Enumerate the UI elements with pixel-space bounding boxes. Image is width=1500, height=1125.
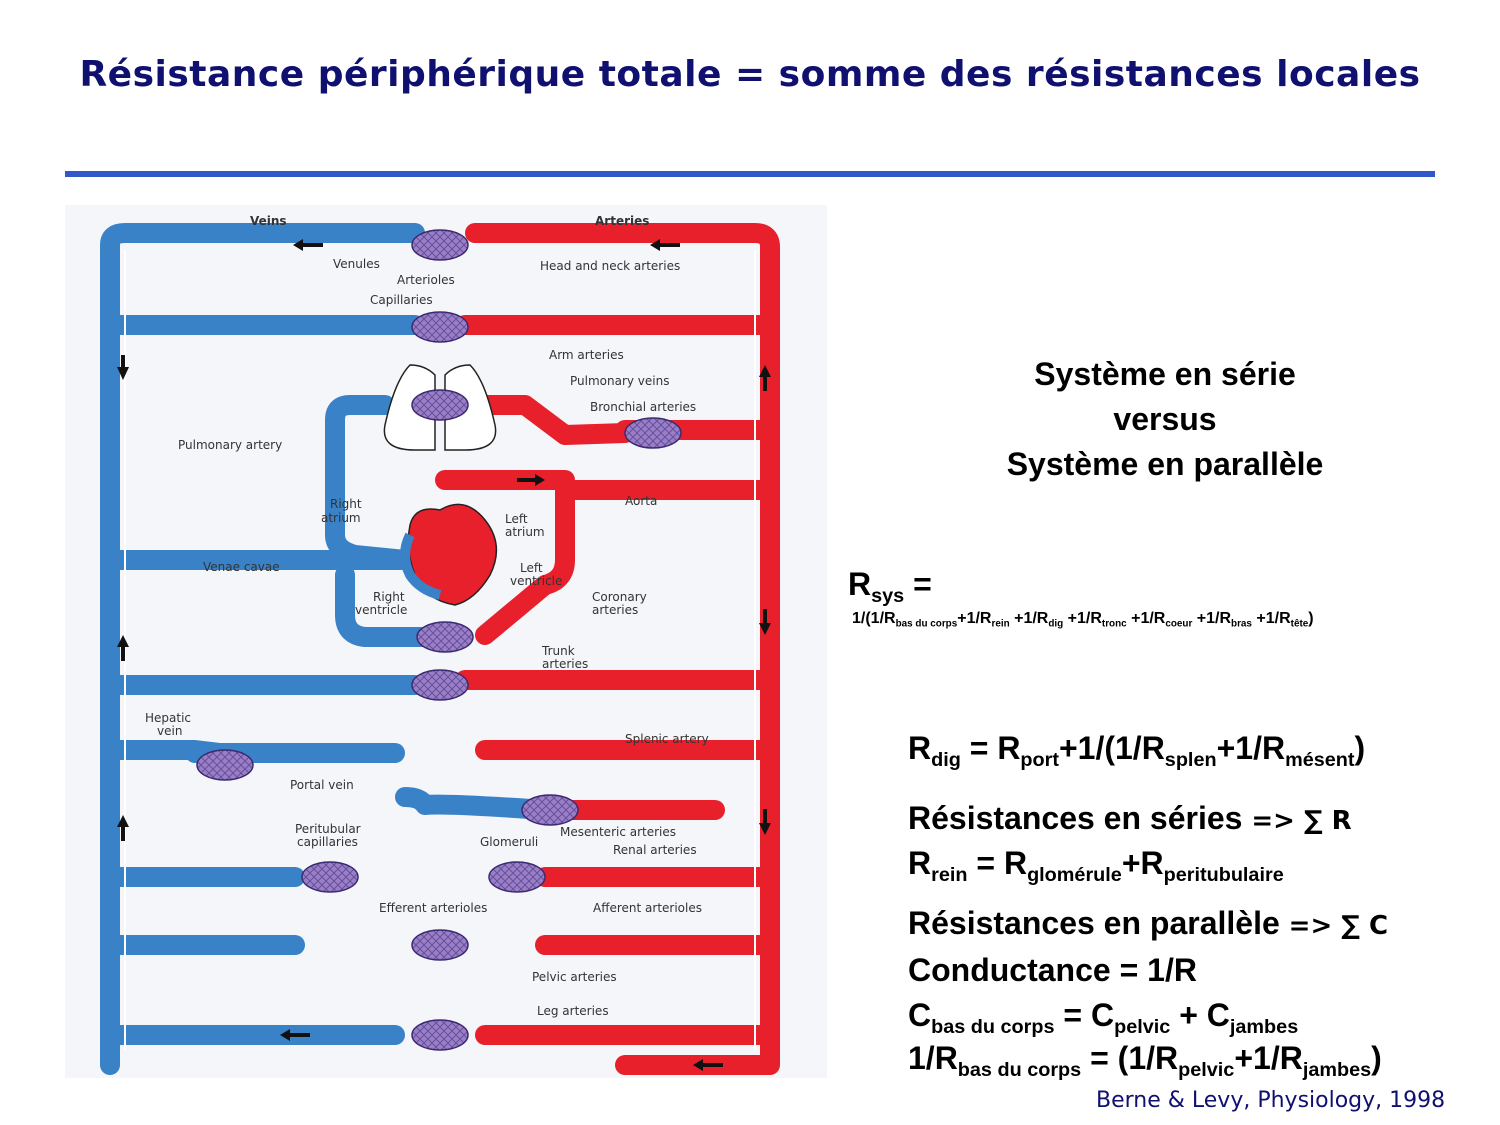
- conductance-rule: Conductance = 1/R: [908, 952, 1197, 988]
- citation: Berne & Levy, Physiology, 1998: [1096, 1088, 1446, 1113]
- cbas-formula: Cbas du corps = Cpelvic + Cjambes: [908, 997, 1299, 1038]
- lungs: [383, 364, 497, 451]
- label-hepatic-1: Hepatic: [145, 711, 191, 725]
- heart: [400, 503, 498, 606]
- label-head-neck-arteries: Head and neck arteries: [540, 259, 680, 273]
- label-right-ventricle-1: Right: [373, 590, 405, 604]
- rrein-formula: Rrein = Rglomérule+Rperitubulaire: [908, 845, 1284, 886]
- heading-line-3: Système en parallèle: [1006, 446, 1324, 482]
- label-venae-cavae: Venae cavae: [203, 560, 280, 574]
- label-left-ventricle-1: Left: [520, 561, 543, 575]
- heading-line-2: versus: [1113, 401, 1217, 437]
- venous-network: [100, 223, 555, 1075]
- label-trunk-1: Trunk: [541, 644, 575, 658]
- label-capillaries: Capillaries: [370, 293, 433, 307]
- slide-title: Résistance périphérique totale = somme d…: [79, 54, 1421, 95]
- label-left-atrium-1: Left: [505, 512, 528, 526]
- label-left-ventricle-2: ventricle: [510, 574, 562, 588]
- label-pulmonary-artery: Pulmonary artery: [178, 438, 282, 452]
- heading-line-1: Système en série: [1034, 356, 1296, 392]
- label-splenic-artery: Splenic artery: [625, 732, 709, 746]
- circulation-diagram: Veins Arteries Venules Arterioles Head a…: [65, 205, 827, 1078]
- rsys-formula: 1/(1/Rbas du corps+1/Rrein +1/Rdig +1/Rt…: [852, 610, 1314, 630]
- parallel-rule: Résistances en parallèle => ∑ C: [908, 905, 1389, 941]
- series-rule: Résistances en séries => ∑ R: [908, 800, 1352, 836]
- label-renal-arteries: Renal arteries: [613, 843, 697, 857]
- label-peritubular-2: capillaries: [297, 835, 358, 849]
- label-portal-vein: Portal vein: [290, 778, 354, 792]
- label-pulmonary-veins: Pulmonary veins: [570, 374, 669, 388]
- label-venules: Venules: [333, 257, 380, 271]
- label-veins: Veins: [250, 214, 287, 228]
- label-arm-arteries: Arm arteries: [549, 348, 624, 362]
- title-underline: [65, 171, 1435, 177]
- label-right-atrium-2: atrium: [321, 511, 361, 525]
- rdig-formula: Rdig = Rport+1/(1/Rsplen+1/Rmésent): [908, 730, 1366, 771]
- label-coronary-2: arteries: [592, 603, 638, 617]
- label-coronary-1: Coronary: [592, 590, 647, 604]
- label-arterioles: Arterioles: [397, 273, 455, 287]
- label-bronchial-arteries: Bronchial arteries: [590, 400, 696, 414]
- label-mesenteric-arteries: Mesenteric arteries: [560, 825, 676, 839]
- label-arteries: Arteries: [595, 214, 649, 228]
- label-leg-arteries: Leg arteries: [537, 1004, 609, 1018]
- label-glomeruli: Glomeruli: [480, 835, 538, 849]
- label-right-atrium-1: Right: [330, 497, 362, 511]
- diagram-labels: Veins Arteries Venules Arterioles Head a…: [145, 214, 709, 1018]
- label-hepatic-2: vein: [157, 724, 182, 738]
- label-pelvic-arteries: Pelvic arteries: [532, 970, 617, 984]
- heading-series-vs-parallel: Système en série versus Système en paral…: [960, 352, 1370, 487]
- label-trunk-2: arteries: [542, 657, 588, 671]
- label-left-atrium-2: atrium: [505, 525, 545, 539]
- flow-arrows: [117, 239, 771, 1071]
- label-aorta: Aorta: [625, 494, 657, 508]
- rbas-formula: 1/Rbas du corps = (1/Rpelvic+1/Rjambes): [908, 1040, 1382, 1081]
- label-afferent-arterioles: Afferent arterioles: [593, 901, 702, 915]
- label-right-ventricle-2: ventricle: [355, 603, 407, 617]
- label-peritubular-1: Peritubular: [295, 822, 361, 836]
- rsys-label: Rsys =: [848, 566, 932, 607]
- label-efferent-arterioles: Efferent arterioles: [379, 901, 487, 915]
